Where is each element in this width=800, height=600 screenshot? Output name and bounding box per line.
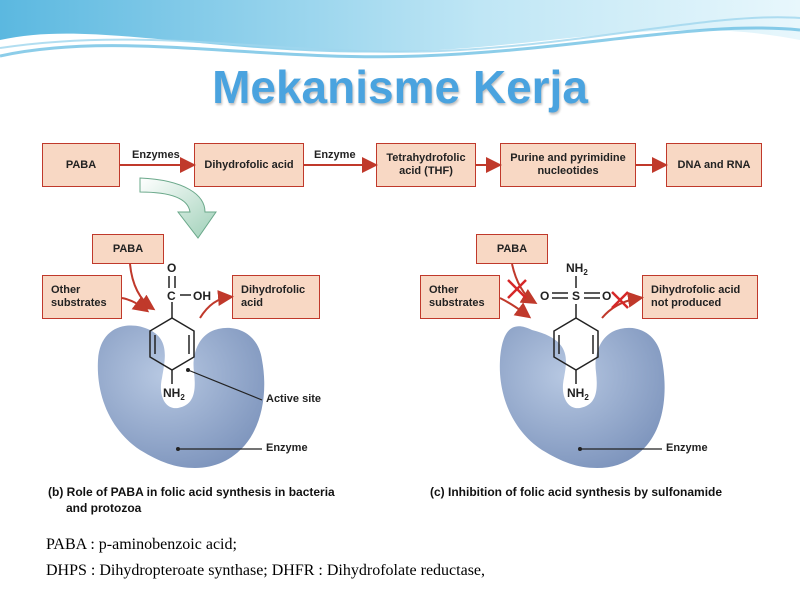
panel-b-paba-box: PABA bbox=[92, 234, 164, 264]
panel-b-enzyme-shape bbox=[97, 325, 265, 468]
panel-b-product-arrow bbox=[199, 290, 234, 319]
panel-b-product-line1: Dihydrofolic bbox=[241, 284, 306, 296]
pathway-dihydrofolic-label: Dihydrofolic acid bbox=[204, 158, 294, 171]
pathway-dna-rna-label: DNA and RNA bbox=[677, 158, 751, 171]
panel-b-product-line2: acid bbox=[241, 297, 264, 309]
header-wave-decoration bbox=[0, 0, 800, 59]
panel-b-paba-arrow bbox=[129, 263, 156, 311]
pathway-box-dihydrofolic: Dihydrofolic acid bbox=[194, 143, 304, 187]
panel-b-active-site-label: Active site bbox=[266, 393, 322, 405]
panel-c-chem-o-right: O bbox=[602, 289, 611, 303]
panel-b-chem-c: C bbox=[167, 289, 176, 303]
panel-c-inhibit-cross-2 bbox=[611, 291, 629, 309]
footnote-line1: PABA : p-aminobenzoic acid; bbox=[46, 536, 237, 553]
panel-c-paba-arrow bbox=[511, 263, 538, 305]
panel-c-chem-nh2-bottom: NH2 bbox=[567, 386, 589, 402]
panel-b-caption-line2: and protozoa bbox=[66, 501, 142, 515]
panel-b-chem-nh2: NH2 bbox=[163, 386, 185, 402]
panel-c-product-arrow bbox=[601, 291, 644, 319]
panel-b-caption: (b) Role of PABA in folic acid synthesis… bbox=[48, 484, 335, 516]
panel-c-chem-nh2-top: NH2 bbox=[566, 261, 588, 277]
panel-b-other-line2: substrates bbox=[51, 297, 107, 309]
panel-c-product-line1: Dihydrofolic acid bbox=[651, 284, 741, 296]
panel-c-chem-s: S bbox=[572, 289, 580, 303]
panel-b-chem-oh: OH bbox=[193, 289, 211, 303]
footnote-line2: DHPS : Dihydropteroate synthase; DHFR : … bbox=[46, 562, 486, 579]
panel-c-substrates-arrow bbox=[499, 297, 532, 319]
zoom-arrow-icon bbox=[139, 177, 217, 239]
panel-b-substrates-arrow bbox=[121, 296, 150, 313]
panel-c-sulfonamide-molecule bbox=[552, 276, 600, 384]
pathway-purine-line1: Purine and pyrimidine bbox=[510, 152, 626, 164]
panel-b-other-line1: Other bbox=[51, 284, 81, 296]
panel-c-inhibit-cross-1 bbox=[507, 279, 527, 299]
panel-c-paba-box: PABA bbox=[476, 234, 548, 264]
pathway-thf-line2: acid (THF) bbox=[399, 165, 453, 177]
slide-title: Mekanisme Kerja bbox=[212, 61, 588, 113]
pathway-thf-line1: Tetrahydrofolic bbox=[386, 152, 466, 164]
pathway-enzymes-label: Enzymes bbox=[132, 149, 180, 161]
panel-c-enzyme-shape bbox=[499, 326, 665, 468]
panel-c-caption: (c) Inhibition of folic acid synthesis b… bbox=[430, 485, 723, 499]
pathway-box-dna-rna: DNA and RNA bbox=[666, 143, 762, 187]
panel-b-paba-label: PABA bbox=[112, 242, 144, 255]
panel-c-other-line1: Other bbox=[429, 284, 459, 296]
panel-c-paba-label: PABA bbox=[496, 242, 528, 255]
panel-b-chem-o: O bbox=[167, 261, 176, 275]
panel-c-product-line2: not produced bbox=[651, 297, 722, 309]
panel-c-other-line2: substrates bbox=[429, 297, 485, 309]
panel-b-active-site-pointer bbox=[187, 369, 263, 401]
panel-b-paba-molecule bbox=[149, 276, 195, 384]
pathway-purine-line2: nucleotides bbox=[537, 165, 599, 177]
pathway-paba-label: PABA bbox=[65, 158, 97, 171]
panel-c-chem-o-left: O bbox=[540, 289, 549, 303]
pathway-enzyme-label: Enzyme bbox=[314, 149, 356, 161]
panel-b-caption-line1: (b) Role of PABA in folic acid synthesis… bbox=[48, 485, 335, 499]
pathway-box-paba: PABA bbox=[42, 143, 120, 187]
panel-b-enzyme-label: Enzyme bbox=[266, 442, 308, 454]
panel-c-enzyme-label: Enzyme bbox=[666, 442, 708, 454]
